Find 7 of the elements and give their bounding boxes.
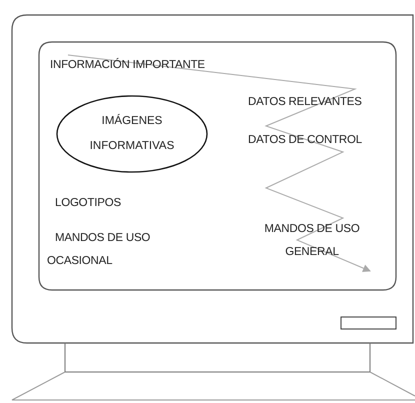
text-label: INFORMACIÓN IMPORTANTE — [50, 57, 206, 73]
text-label: DATOS DE CONTROL — [248, 133, 363, 148]
node-label: IMÁGENES INFORMATIVAS — [88, 113, 176, 154]
text-label: DATOS RELEVANTES — [248, 95, 363, 110]
text-label: MANDOS DE USO OCASIONAL — [47, 231, 152, 269]
text-label: MANDOS DE USO GENERAL — [263, 222, 361, 260]
text-label: LOGOTIPOS — [55, 196, 122, 211]
